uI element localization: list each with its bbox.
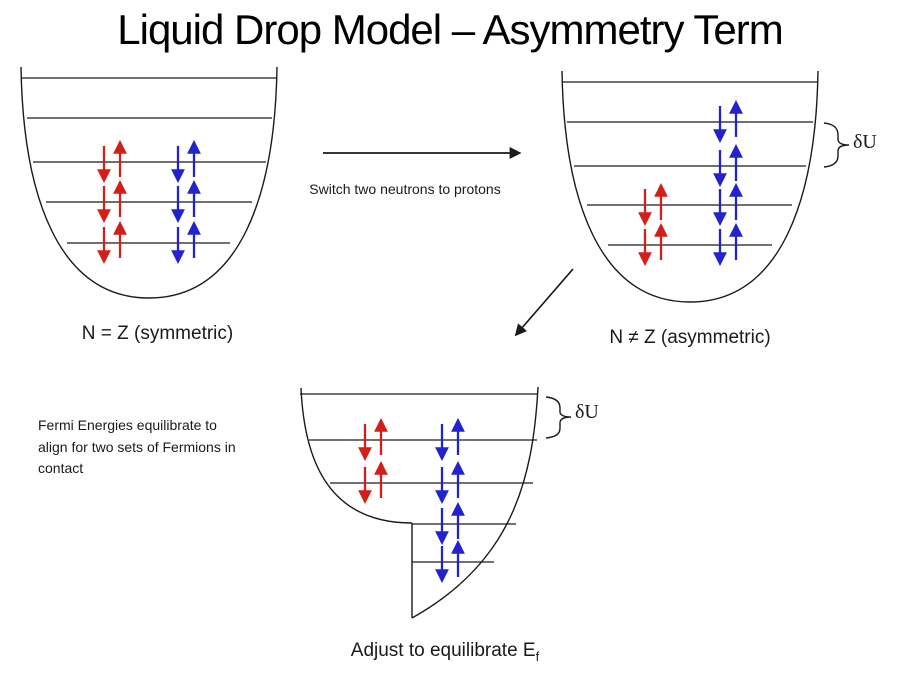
fermi-note-line: Fermi Energies equilibrate to [38, 417, 217, 433]
spin-pair-red [97, 220, 127, 265]
spin-pair-red [97, 179, 127, 224]
right-well-caption: N ≠ Z (asymmetric) [609, 327, 771, 348]
spin-pair-blue [171, 220, 201, 265]
adjust-caption-subscript: f [535, 648, 540, 664]
fermi-note-line: contact [38, 460, 84, 476]
adjust-caption-text: Adjust to equilibrate E [350, 640, 536, 661]
delta-u-label-bottom: δU [575, 401, 599, 423]
left-well [20, 66, 278, 299]
spin-pair-blue [171, 179, 201, 224]
delta-u-brace [823, 122, 850, 168]
spin-pair-blue [713, 143, 743, 188]
left-well-caption: N = Z (symmetric) [81, 323, 234, 344]
right-well [561, 70, 850, 303]
spin-pair-red [638, 182, 668, 227]
bottom-well-caption: Adjust to equilibrate Ef [320, 640, 570, 664]
spin-pair-blue [713, 99, 743, 144]
spin-pair-red [97, 139, 127, 184]
spin-pair-blue [435, 460, 465, 505]
bottom-well-left-curve [300, 387, 413, 524]
spin-pair-blue [713, 222, 743, 267]
slide-title: Liquid Drop Model – Asymmetry Term [117, 6, 783, 53]
bottom-well-right-curve [411, 386, 539, 619]
spin-pair-blue [435, 501, 465, 546]
spin-pair-red [358, 417, 388, 462]
spin-pair-blue [713, 182, 743, 227]
delta-u-label-right: δU [853, 131, 877, 153]
spin-pair-blue [435, 539, 465, 584]
spin-pair-red [358, 460, 388, 505]
fermi-note: Fermi Energies equilibrate to align for … [38, 415, 298, 480]
spin-pair-blue [435, 417, 465, 462]
fermi-note-line: align for two sets of Fermions in [38, 438, 236, 455]
right-well-curve [561, 70, 819, 303]
spin-pair-blue [171, 139, 201, 184]
spin-pair-red [638, 222, 668, 267]
equilibrate-arrow-icon [514, 268, 574, 337]
switch-label: Switch two neutrons to protons [309, 181, 501, 197]
delta-u-brace [545, 396, 572, 439]
spin-pairs-layer [97, 99, 743, 584]
bottom-well [300, 386, 572, 619]
left-well-curve [20, 66, 278, 299]
